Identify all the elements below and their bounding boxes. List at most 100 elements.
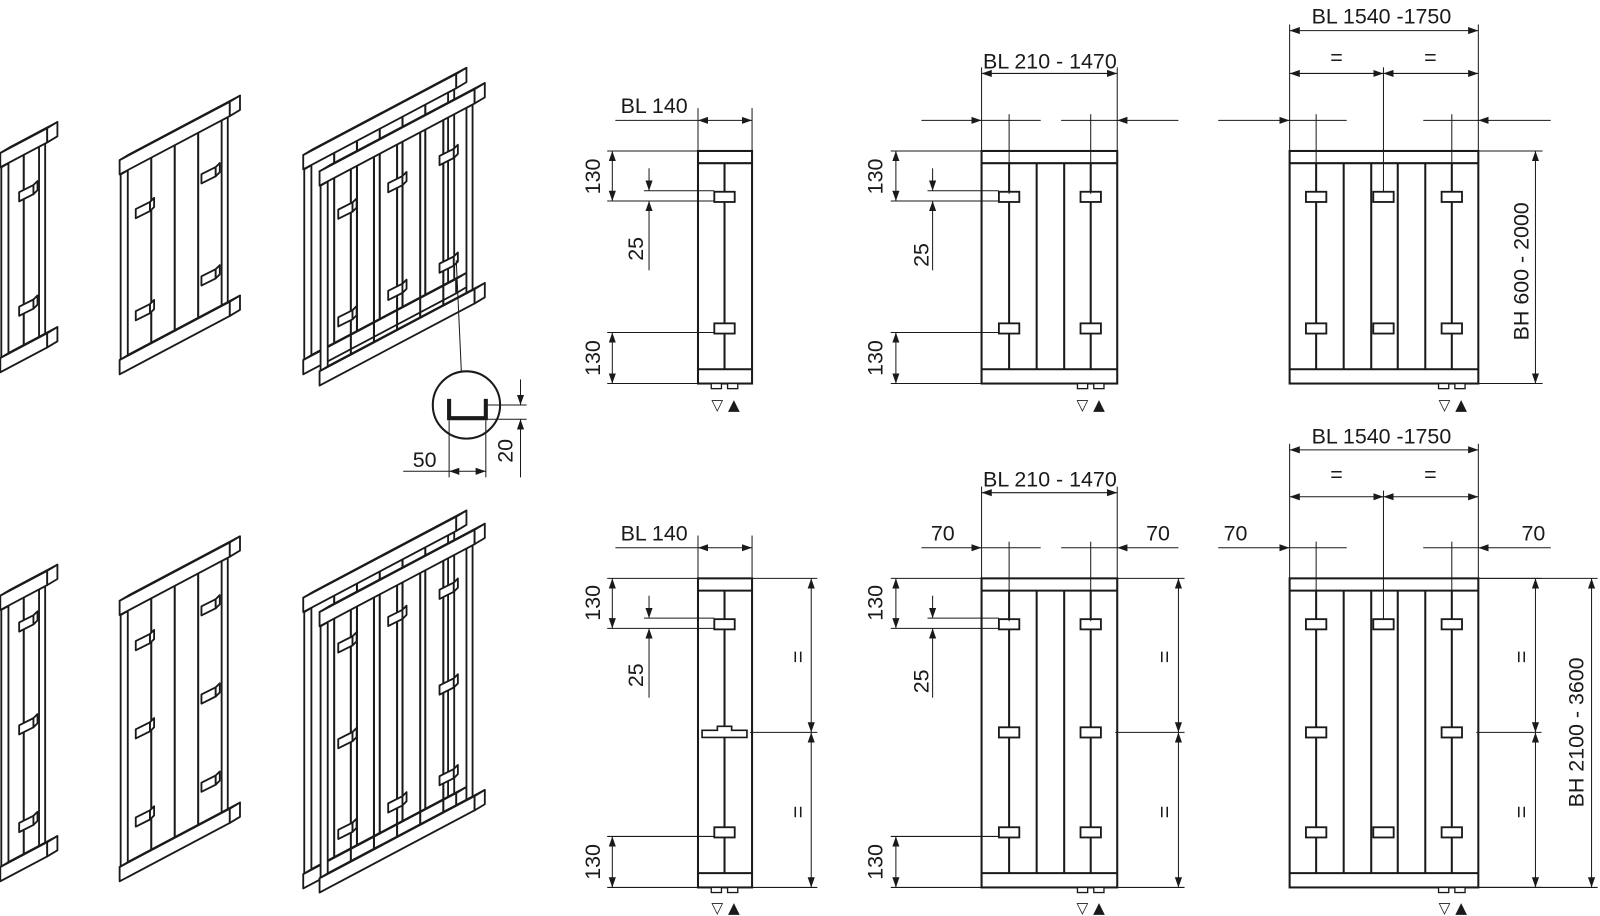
side-rail — [303, 607, 313, 880]
mounting-bracket — [713, 190, 736, 203]
bottom-offset-label: 130 — [581, 844, 605, 880]
radiator-isometric-view — [302, 66, 468, 376]
side-rail — [447, 531, 456, 799]
radiator-isometric-view — [118, 94, 241, 376]
collector-end-face — [455, 509, 468, 532]
mounting-bracket — [401, 171, 408, 187]
mounting-bracket — [1372, 190, 1395, 203]
side-rail — [119, 169, 129, 366]
collector-end-face — [228, 294, 241, 317]
mounting-bracket — [452, 577, 459, 593]
collector-end-face — [473, 522, 486, 546]
right-offset-label: 70 — [1522, 522, 1546, 546]
side-rail — [38, 142, 47, 339]
mounting-bracket — [713, 322, 736, 335]
width-label: BL 1540 -1750 — [1312, 4, 1452, 28]
pipe-connection — [726, 886, 739, 894]
mounting-bracket — [351, 305, 358, 321]
mounting-bracket — [713, 618, 736, 631]
mounting-bracket — [401, 278, 408, 294]
top-offset-label: 130 — [864, 159, 888, 195]
equal-label: = — [786, 806, 810, 819]
radiator-outline — [980, 149, 1119, 385]
radiator-isometric-view — [302, 509, 468, 890]
connection-markers: ▽ ▲ — [1439, 396, 1468, 414]
mounting-bracket — [134, 809, 151, 828]
side-rail — [303, 164, 313, 366]
equal-label: = — [1509, 806, 1533, 819]
equal-label: = — [1330, 462, 1343, 486]
radiator-front-view — [1288, 149, 1480, 390]
collector-end-face — [46, 835, 59, 858]
mounting-bracket — [351, 631, 358, 647]
radiator-isometric-view — [318, 522, 486, 894]
mounting-bracket — [149, 628, 156, 645]
mounting-bracket — [18, 184, 35, 203]
bottom-offset-label: 130 — [864, 340, 888, 376]
mounting-bracket — [1372, 618, 1395, 631]
collector-end-face — [228, 801, 241, 824]
mounting-bracket — [32, 713, 39, 729]
left-offset-label: 70 — [931, 522, 955, 546]
width-label: BL 210 - 1470 — [983, 49, 1117, 73]
mounting-bracket — [351, 726, 358, 743]
collector-end-face — [455, 66, 468, 90]
mounting-bracket — [401, 604, 408, 620]
side-rail — [319, 180, 329, 377]
radiator-isometric-view — [0, 563, 59, 883]
mounting-bracket — [1372, 826, 1395, 839]
side-rail — [465, 544, 474, 802]
equal-label: = — [786, 651, 810, 664]
mounting-bracket — [1440, 826, 1463, 839]
mounting-bracket — [214, 594, 221, 610]
mounting-bracket — [1305, 322, 1328, 335]
pipe-connection — [1454, 382, 1466, 390]
bracket-spacing-label: 25 — [910, 243, 934, 267]
dimension-lines — [403, 24, 1598, 888]
mounting-bracket — [149, 805, 156, 821]
top-offset-label: 130 — [581, 585, 605, 621]
equal-label: = — [1152, 806, 1176, 819]
bracket-spacing-label: 25 — [624, 237, 648, 261]
mounting-bracket — [149, 299, 156, 315]
pipe-connection — [1093, 382, 1105, 390]
isometric-views — [0, 66, 486, 894]
mounting-bracket — [18, 717, 35, 736]
mounting-bracket — [351, 817, 358, 833]
equal-label: = — [1509, 651, 1533, 664]
width-label: BL 1540 -1750 — [1312, 425, 1452, 449]
connection-markers: ▽ ▲ — [1077, 899, 1106, 916]
mounting-bracket — [387, 795, 404, 814]
mounting-bracket — [1305, 826, 1328, 839]
mounting-bracket — [401, 791, 408, 807]
mounting-bracket — [1440, 190, 1463, 203]
side-rail — [0, 162, 10, 364]
mounting-bracket — [1440, 322, 1463, 335]
pipe-connection — [710, 382, 723, 390]
collector-end-face — [46, 326, 59, 349]
labels: 50 20 BL 140 130 25 130 ▽ ▲ BL 210 - 147… — [413, 4, 1589, 916]
radiator-front-view — [980, 577, 1119, 894]
detail-height-label: 20 — [493, 439, 517, 463]
connection-markers: ▽ ▲ — [1439, 899, 1468, 916]
width-label: BL 140 — [621, 522, 688, 546]
side-rail — [0, 604, 10, 873]
pipe-connection — [1454, 886, 1466, 894]
radiator-front-view — [980, 149, 1119, 390]
height-range-label: BH 2100 - 3600 — [1564, 657, 1588, 807]
bottom-offset-label: 130 — [864, 844, 888, 880]
mounting-bracket — [32, 180, 39, 196]
pipe-connection — [1076, 382, 1089, 390]
side-rail — [220, 556, 229, 814]
mounting-bracket — [18, 614, 35, 633]
side-rail — [119, 610, 129, 873]
left-offset-label: 70 — [1224, 522, 1248, 546]
connection-markers: ▽ ▲ — [1077, 396, 1106, 414]
side-rail — [220, 116, 229, 307]
equal-label: = — [1424, 45, 1437, 69]
top-offset-label: 130 — [581, 159, 605, 195]
side-rail — [319, 621, 329, 884]
mounting-bracket — [1305, 190, 1328, 203]
mounting-bracket — [997, 726, 1021, 739]
mounting-bracket — [134, 633, 151, 652]
